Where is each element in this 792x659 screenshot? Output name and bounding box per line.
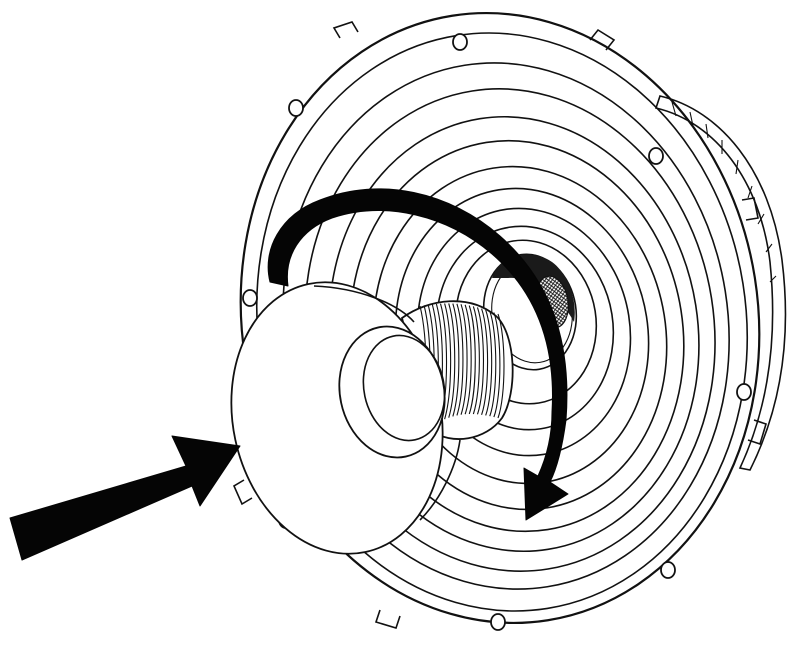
housing-rear-body xyxy=(654,95,787,471)
thread-line xyxy=(485,309,493,416)
thread-line xyxy=(476,307,484,415)
thread-line xyxy=(464,304,472,415)
clockwise-arrow-icon xyxy=(267,188,569,521)
thread-line xyxy=(444,303,452,420)
thread-line xyxy=(452,303,460,417)
push-arrow xyxy=(9,435,241,561)
flange-bosses xyxy=(242,33,752,631)
flange-tabs xyxy=(232,21,767,629)
thread-line xyxy=(472,306,480,415)
fitting-flare xyxy=(313,285,461,521)
thread-line xyxy=(481,308,489,415)
thread-line xyxy=(448,303,456,418)
thread-line xyxy=(456,303,464,416)
thread-line xyxy=(460,304,468,415)
rotate-arrow xyxy=(267,188,569,521)
straight-arrow-icon xyxy=(9,435,241,561)
thread-line xyxy=(497,313,505,419)
thread-line xyxy=(468,305,476,415)
housing-rear-ribs xyxy=(671,101,777,283)
thread-line xyxy=(493,312,501,418)
threaded-fitting xyxy=(230,281,514,555)
fitting-bore-inner xyxy=(362,334,446,442)
thread-line xyxy=(489,311,497,417)
